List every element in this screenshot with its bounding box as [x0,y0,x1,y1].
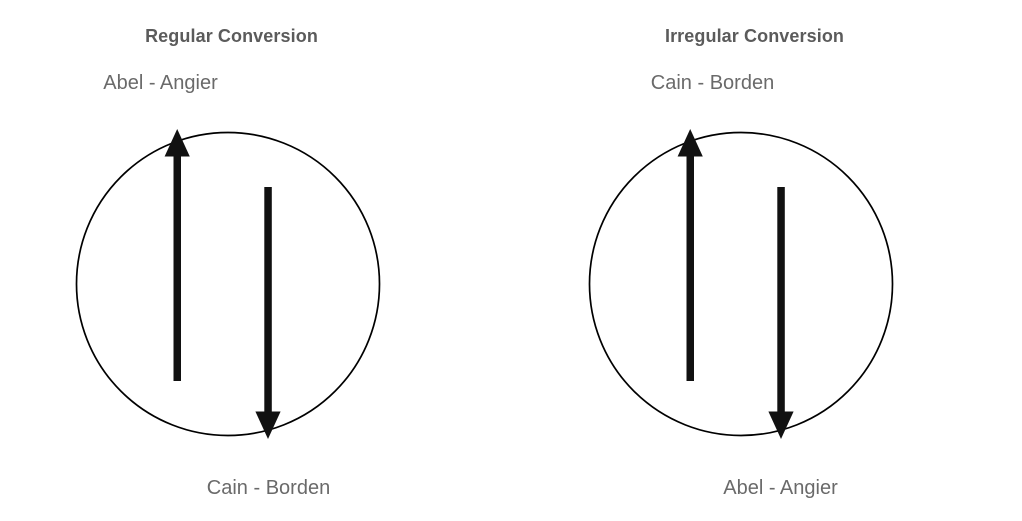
panel-irregular-conversion: Irregular Conversion Cain - Borden Abel … [511,0,1022,521]
up-arrow [677,129,703,381]
top-node-label-regular: Abel - Angier [103,72,218,94]
up-arrow-head [677,129,703,157]
down-arrow-head [768,411,794,439]
down-arrow-shaft [777,187,785,417]
up-arrow [164,129,190,381]
panel-title-irregular: Irregular Conversion [664,26,845,46]
down-arrow-shaft [264,187,272,417]
top-node-label-irregular: Cain - Borden [650,72,775,94]
conversion-cycle-diagram-regular [75,129,381,439]
down-arrow [255,187,281,439]
bottom-node-label-irregular: Abel - Angier [723,477,838,499]
up-arrow-shaft [686,150,694,381]
up-arrow-head [164,129,190,157]
cycle-circle [588,131,894,437]
panel-title-regular: Regular Conversion [145,26,318,46]
bottom-node-label-regular: Cain - Borden [206,477,331,499]
cycle-circle [75,131,381,437]
down-arrow-head [255,411,281,439]
conversion-cycle-diagram-irregular [588,129,894,439]
panel-regular-conversion: Regular Conversion Abel - Angier Cain - … [75,26,381,499]
down-arrow [768,187,794,439]
up-arrow-shaft [173,150,181,381]
